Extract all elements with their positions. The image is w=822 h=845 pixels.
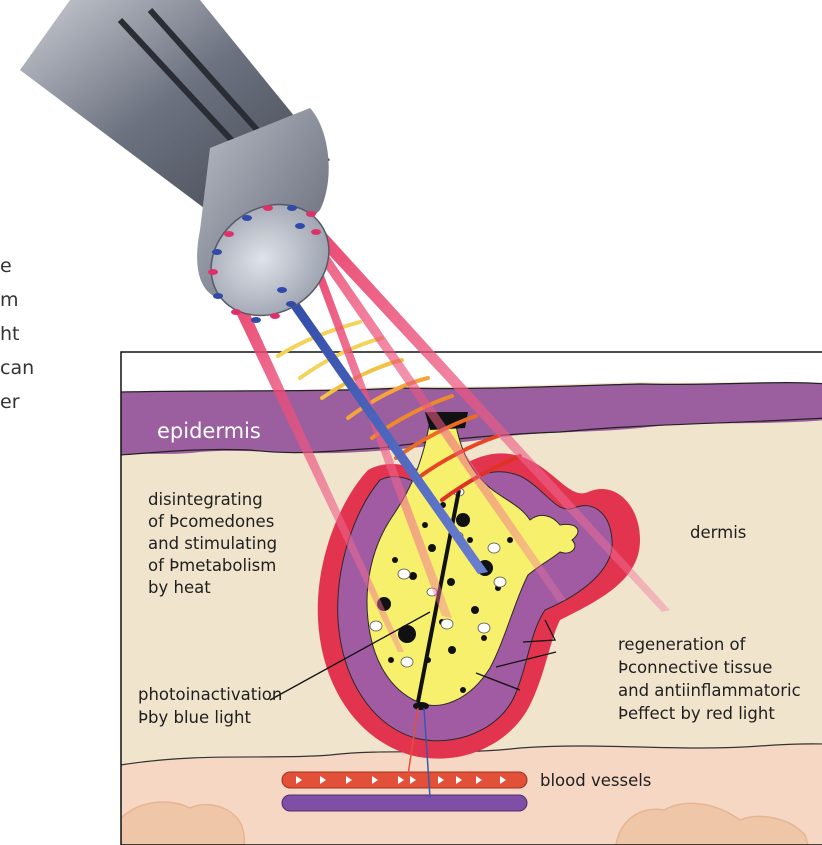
blood-vessel-artery <box>282 772 527 788</box>
cut-off-text-fragments: e m ht can er <box>0 255 34 413</box>
light-therapy-device <box>20 0 351 338</box>
svg-text:ht: ht <box>0 323 20 345</box>
svg-text:m: m <box>0 289 19 311</box>
dermis-label: dermis <box>690 523 746 542</box>
blood-vessel-vein <box>282 795 527 811</box>
svg-text:can: can <box>0 357 34 379</box>
blood-vessels-label: blood vessels <box>540 771 651 790</box>
svg-text:e: e <box>0 255 12 277</box>
epidermis-label: epidermis <box>157 419 261 443</box>
svg-text:er: er <box>0 391 20 413</box>
